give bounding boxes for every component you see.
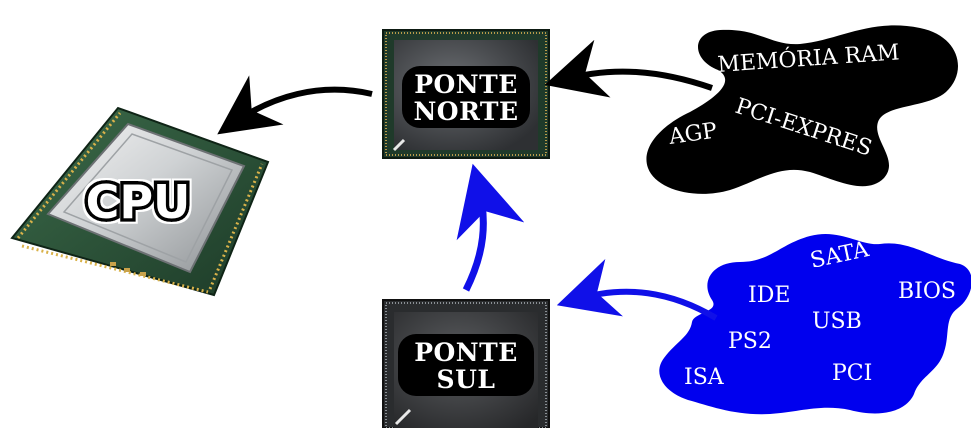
north-bridge-chip: PONTE NORTE (382, 29, 550, 159)
south-cloud-shape (659, 234, 971, 415)
pci-label: PCI (832, 361, 872, 386)
south-bridge-chip: PONTE SUL (382, 299, 550, 429)
north-cloud-shape (646, 25, 959, 194)
cpu-chip: CPU (10, 106, 270, 297)
arrow-north-to-cpu (217, 75, 373, 135)
bios-label: BIOS (898, 279, 956, 304)
arrow-ram-cloud-to-north (544, 39, 713, 98)
usb-label: USB (812, 309, 862, 334)
arrow-io-cloud-to-south (556, 258, 718, 321)
isa-label: ISA (684, 365, 725, 390)
south-bridge-label-line2: SUL (437, 365, 496, 394)
north-peripherals-cloud: MEMÓRIA RAM PCI-EXPRES AGP (646, 25, 959, 194)
north-bridge-label-line2: NORTE (413, 97, 518, 126)
arrow-south-to-north (456, 163, 525, 292)
cpu-label: CPU (86, 175, 191, 229)
north-bridge-label-line1: PONTE (414, 70, 518, 99)
ide-label: IDE (748, 283, 790, 308)
south-bridge-label-line1: PONTE (414, 338, 518, 367)
south-peripherals-cloud: SATA BIOS IDE USB PS2 ISA PCI (659, 234, 971, 415)
ps2-label: PS2 (728, 329, 772, 354)
